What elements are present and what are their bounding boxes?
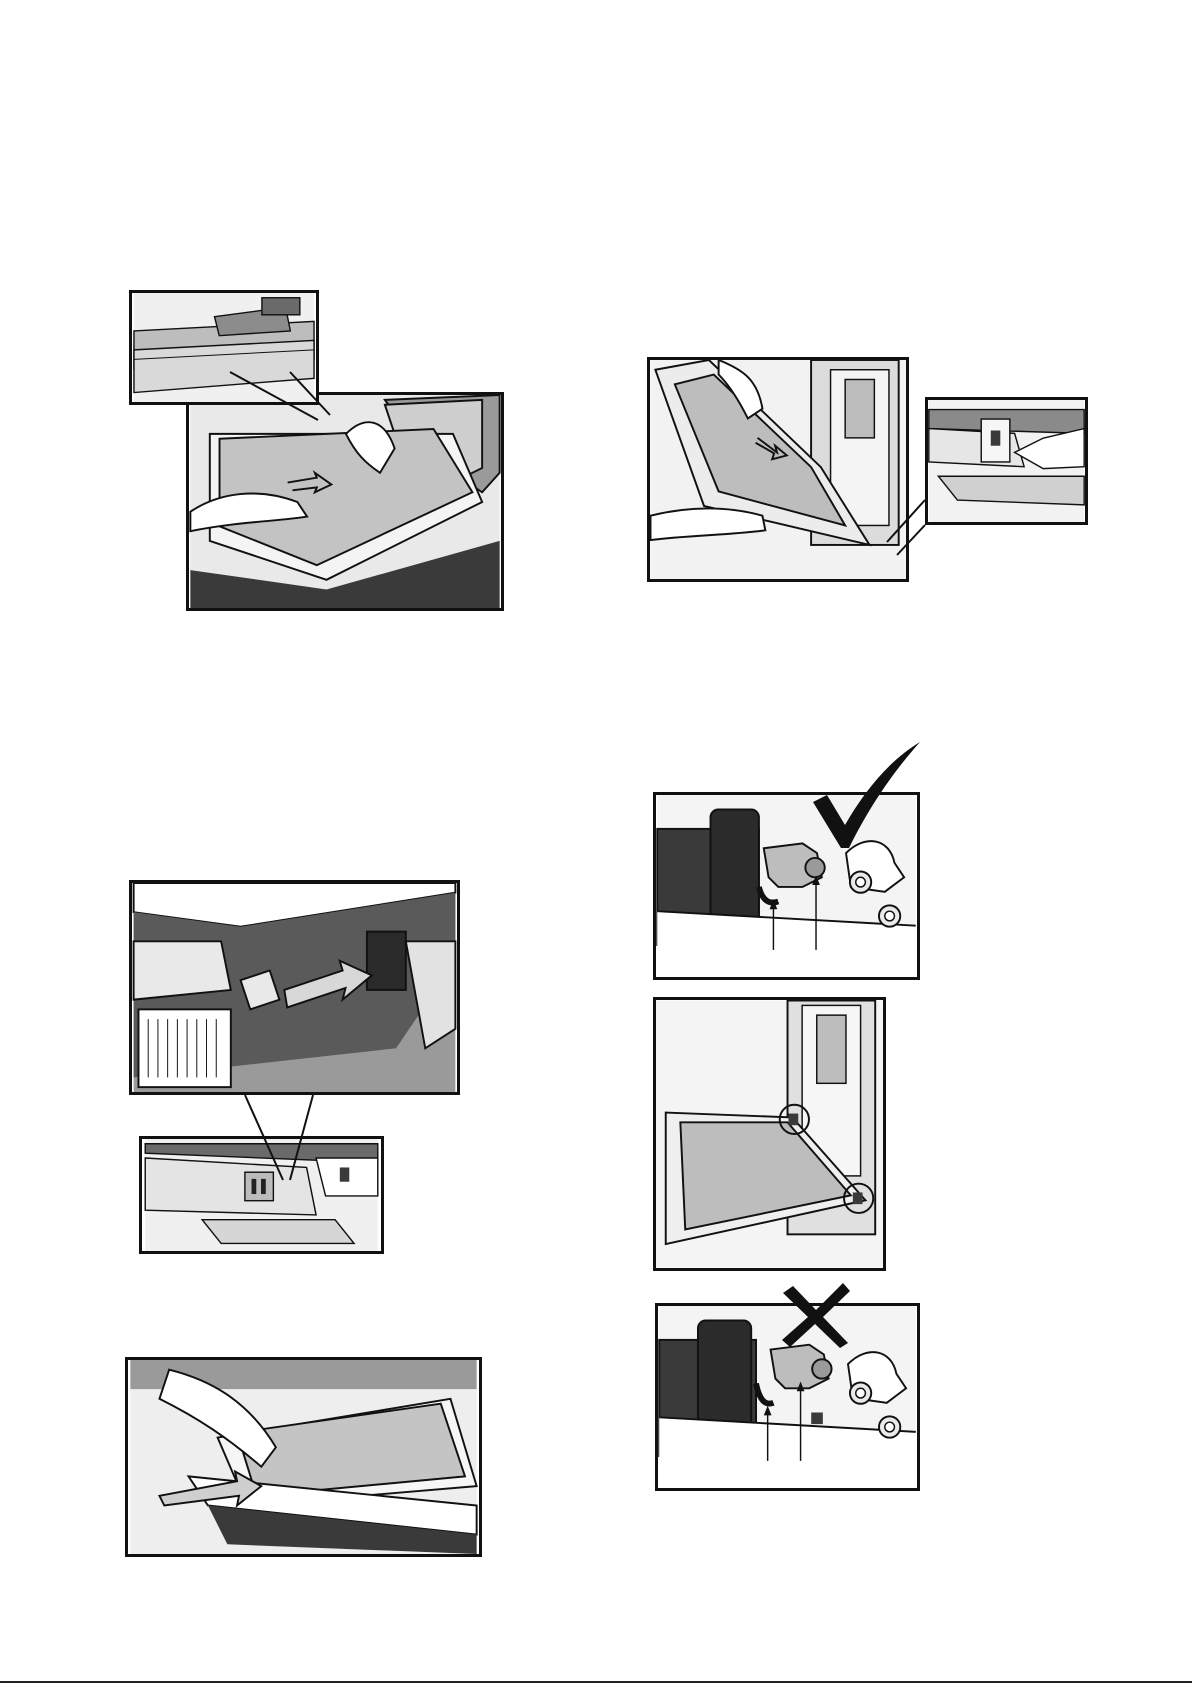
hand-push-icon [128, 1360, 479, 1554]
footer-rule [0, 1681, 1192, 1683]
figure-glass-insert-main [186, 392, 504, 611]
check-mark-icon [805, 740, 925, 850]
figure-hinge-clip-detail [139, 1136, 384, 1254]
figure-door-reinstall-hinges [653, 997, 886, 1271]
arrow-push-icon [132, 883, 457, 1092]
figure-glass-insert-detail [129, 290, 319, 405]
figure-door-lift-out [647, 357, 909, 582]
circle-callout-icon [656, 1000, 883, 1268]
figure-door-lift-out-detail [925, 397, 1088, 525]
figure-door-bottom-slide [125, 1357, 482, 1557]
hand-slide-glass-icon [189, 395, 501, 608]
cross-mark-icon [778, 1283, 853, 1348]
door-tilt-icon [650, 360, 906, 579]
figure-hinge-clip-push [129, 880, 460, 1095]
